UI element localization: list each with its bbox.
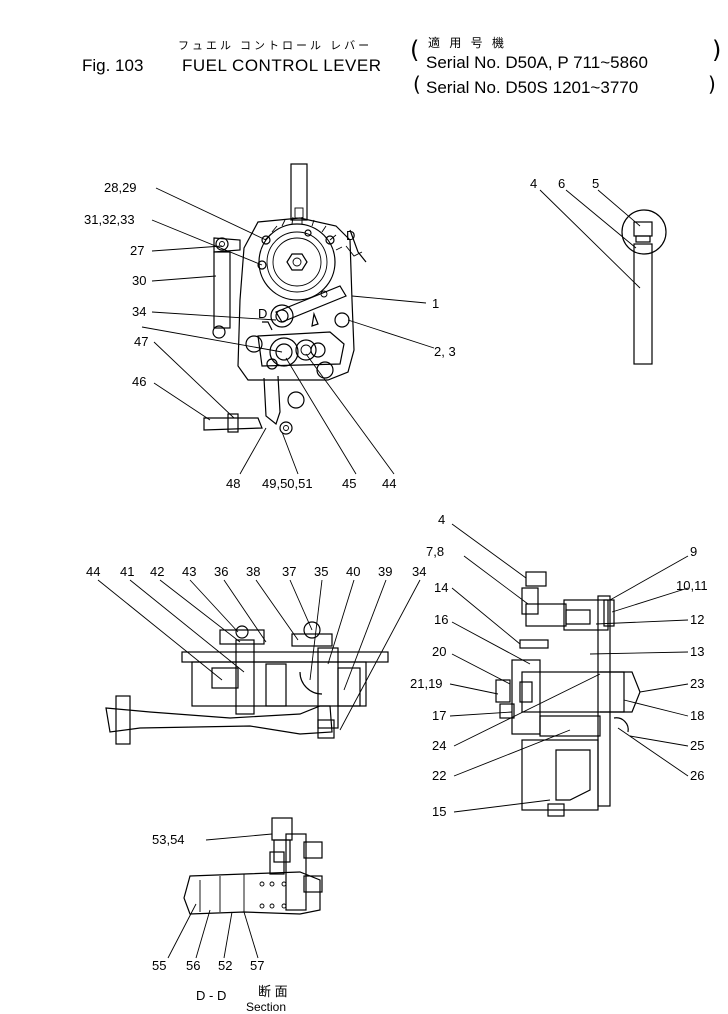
- callout-56: 56: [186, 958, 200, 973]
- callout-52: 52: [218, 958, 232, 973]
- callout-18: 18: [690, 708, 704, 723]
- callout-2-3: 2, 3: [434, 344, 456, 359]
- figure-number: Fig. 103: [82, 56, 144, 75]
- section-marker-d-right: D: [346, 228, 355, 243]
- leader-lines-top: [141, 187, 435, 475]
- callout-30: 30: [132, 273, 146, 288]
- callout-5: 5: [592, 176, 599, 191]
- lever-knob-view: [539, 189, 667, 365]
- callout-37: 37: [282, 564, 296, 579]
- callout-6: 6: [558, 176, 565, 191]
- callout-38: 38: [246, 564, 260, 579]
- callout-16: 16: [434, 612, 448, 627]
- callout-4-right: 4: [438, 512, 445, 527]
- callout-23: 23: [690, 676, 704, 691]
- callout-46: 46: [132, 374, 146, 389]
- callout-27: 27: [130, 243, 144, 258]
- callout-34-top: 34: [132, 304, 146, 319]
- callout-21-19: 21,19: [410, 676, 443, 691]
- lever-assembly-section-view: [495, 571, 641, 817]
- applicable-models-japanese: 適 用 号 機: [428, 36, 508, 50]
- callout-47: 47: [134, 334, 148, 349]
- close-paren-2: ): [708, 72, 716, 96]
- section-label: D - D: [196, 988, 226, 1003]
- callout-25: 25: [690, 738, 704, 753]
- callout-49-50-51: 49,50,51: [262, 476, 313, 491]
- leader-lines-bottom-left: [97, 579, 421, 731]
- callout-7-8: 7,8: [426, 544, 444, 559]
- callout-44-side: 44: [86, 564, 100, 579]
- callout-36: 36: [214, 564, 228, 579]
- title-japanese: フュエル コントロール レバー: [178, 40, 373, 52]
- callout-22: 22: [432, 768, 446, 783]
- section-label-japanese: 断 面: [258, 984, 288, 999]
- section-d-d-view: [167, 817, 323, 959]
- callout-42: 42: [150, 564, 164, 579]
- open-paren: (: [410, 36, 420, 64]
- lever-assembly-front-view: [203, 163, 367, 435]
- callout-39: 39: [378, 564, 392, 579]
- open-paren-2: (: [413, 72, 421, 96]
- callout-4-lever: 4: [530, 176, 537, 191]
- callout-45: 45: [342, 476, 356, 491]
- callout-13: 13: [690, 644, 704, 659]
- callout-44-top: 44: [382, 476, 396, 491]
- leader-lines-right: [449, 523, 689, 813]
- title-english: FUEL CONTROL LEVER: [182, 56, 382, 75]
- callout-20: 20: [432, 644, 446, 659]
- callout-57: 57: [250, 958, 264, 973]
- close-paren: ): [712, 36, 722, 64]
- callout-40: 40: [346, 564, 360, 579]
- callout-55: 55: [152, 958, 166, 973]
- callout-48: 48: [226, 476, 240, 491]
- callout-43: 43: [182, 564, 196, 579]
- serial-range-1: Serial No. D50A, P 711~5860: [426, 53, 648, 72]
- lever-assembly-side-view: [105, 621, 389, 745]
- serial-range-2: Serial No. D50S 1201~3770: [426, 78, 639, 97]
- callout-31-32-33: 31,32,33: [84, 212, 135, 227]
- callout-53-54: 53,54: [152, 832, 185, 847]
- callout-17: 17: [432, 708, 446, 723]
- callout-10-11: 10,11: [676, 578, 708, 593]
- callout-41: 41: [120, 564, 134, 579]
- callout-26: 26: [690, 768, 704, 783]
- callout-35: 35: [314, 564, 328, 579]
- callout-1: 1: [432, 296, 439, 311]
- callout-14: 14: [434, 580, 448, 595]
- section-label-english: Section: [246, 1000, 286, 1014]
- callout-24: 24: [432, 738, 446, 753]
- callout-12: 12: [690, 612, 704, 627]
- callout-9: 9: [690, 544, 697, 559]
- callout-28-29: 28,29: [104, 180, 137, 195]
- section-marker-d-left: D: [258, 306, 267, 321]
- callout-15: 15: [432, 804, 446, 819]
- callout-34-side: 34: [412, 564, 426, 579]
- callout-labels: 28,29 31,32,33 27 30 34 47 46 48 49,50,5…: [84, 176, 708, 1014]
